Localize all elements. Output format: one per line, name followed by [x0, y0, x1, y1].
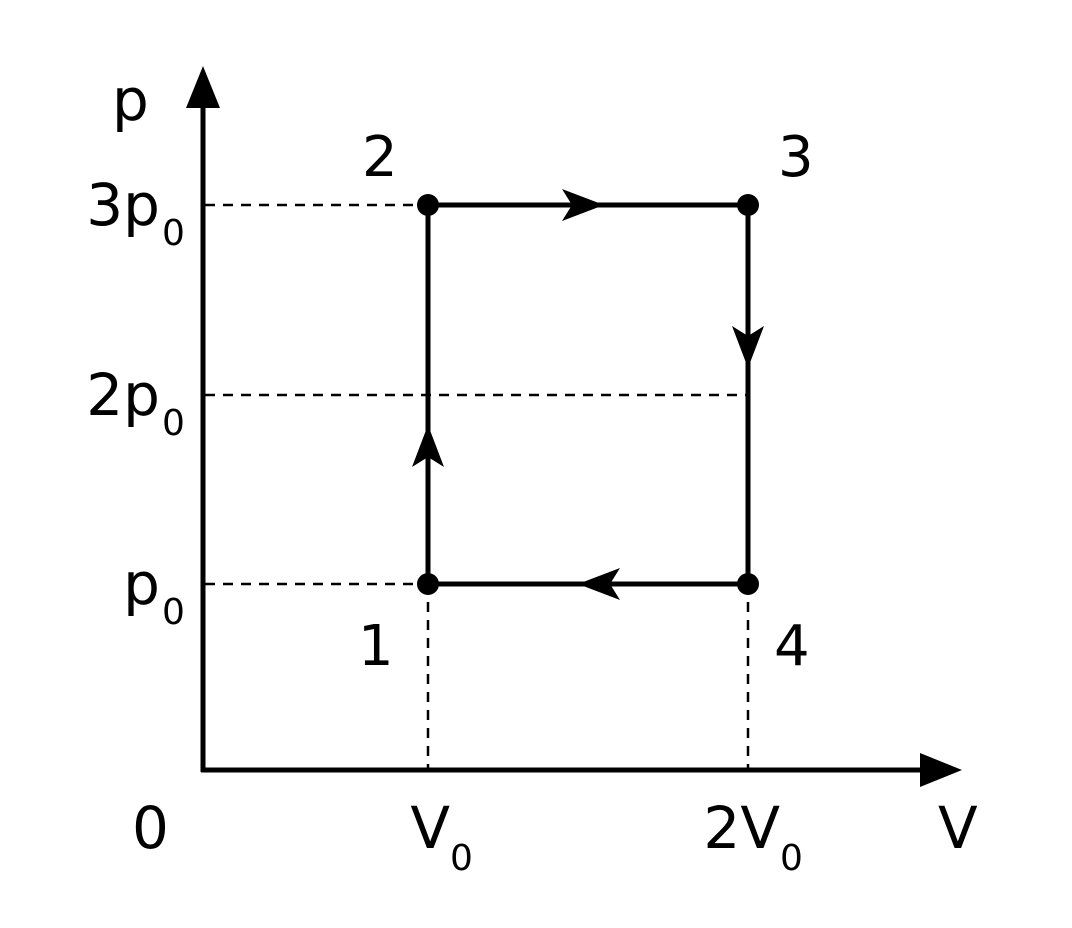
x-axis-label: V [938, 794, 978, 862]
state-points [417, 194, 759, 595]
axes [200, 100, 928, 773]
guide-lines [205, 203, 750, 770]
arrow-4-1 [578, 568, 620, 600]
arrow-2-3 [562, 189, 604, 221]
y-tick-p0: p [123, 550, 160, 618]
y-axis-arrowhead [186, 66, 220, 108]
state-label-2: 2 [362, 125, 398, 190]
y-tick-p0-sym: p [123, 550, 160, 618]
x-tick-v0-sub: 0 [450, 838, 473, 879]
y-tick-3p0: 3p [86, 171, 160, 239]
x-tick-2v0: 2V [703, 794, 780, 862]
x-tick-2v0-sub: 0 [780, 838, 803, 879]
state-point-1 [417, 573, 439, 595]
y-tick-2p0-sub: 0 [162, 403, 185, 444]
y-axis-label: p [112, 66, 149, 134]
state-point-3 [737, 194, 759, 216]
state-point-2 [417, 194, 439, 216]
y-tick-2p0: 2p [86, 361, 160, 429]
y-tick-3p0-sub: 0 [162, 213, 185, 254]
x-tick-2v0-coef: 2 [703, 794, 740, 862]
y-tick-3p0-coef: 3 [86, 171, 123, 239]
y-tick-3p0-sym: p [123, 171, 160, 239]
x-tick-v0-sym: V [410, 794, 450, 862]
arrow-1-2 [412, 425, 444, 467]
state-point-4 [737, 573, 759, 595]
origin-label: 0 [132, 794, 169, 862]
arrow-3-4 [732, 326, 764, 368]
y-tick-2p0-coef: 2 [86, 361, 123, 429]
state-label-3: 3 [778, 125, 814, 190]
x-axis-arrowhead [920, 753, 962, 787]
state-label-1: 1 [358, 614, 394, 679]
y-tick-2p0-sym: p [123, 361, 160, 429]
x-tick-v0: V [410, 794, 450, 862]
y-tick-p0-sub: 0 [162, 592, 185, 633]
x-tick-2v0-sym: V [740, 794, 780, 862]
state-label-4: 4 [774, 614, 810, 679]
